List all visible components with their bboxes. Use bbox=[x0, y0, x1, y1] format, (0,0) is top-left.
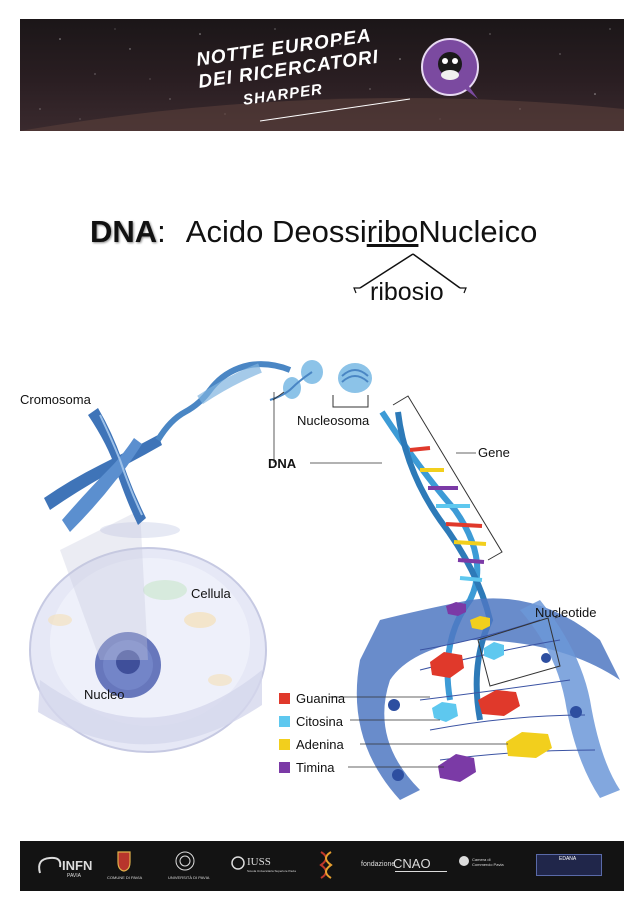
heading-part2: Nucleico bbox=[418, 214, 538, 249]
infn-logo-icon bbox=[38, 856, 62, 874]
page-heading: DNA: Acido DeossiriboNucleico bbox=[90, 214, 537, 250]
dna-helix-icon bbox=[319, 851, 333, 879]
iuss-subtitle: Scuola Universitaria Superiore Pavia bbox=[247, 869, 296, 873]
legend-item-guanina: Guanina bbox=[279, 687, 345, 710]
legend-label-guanina: Guanina bbox=[296, 691, 346, 706]
camera-commercio-icon bbox=[459, 856, 469, 866]
label-dna: DNA bbox=[268, 456, 297, 471]
comune-logo: COMUNE DI PAVIA bbox=[107, 875, 143, 880]
swatch-citosina bbox=[279, 716, 290, 727]
cnao-prefix: fondazione bbox=[361, 861, 396, 868]
heading-dna: DNA bbox=[90, 214, 158, 249]
iuss-icon bbox=[231, 856, 245, 870]
label-nucleotide: Nucleotide bbox=[535, 605, 597, 620]
legend-label-timina: Timina bbox=[296, 760, 335, 775]
label-gene: Gene bbox=[478, 445, 510, 460]
legend-label-citosina: Citosina bbox=[296, 714, 343, 729]
universita-seal-icon bbox=[175, 851, 195, 871]
cnao-logo: CNAO bbox=[393, 856, 431, 871]
mascot-logo bbox=[421, 38, 479, 99]
edana-logo-box: EDANA bbox=[536, 854, 602, 876]
ribosio-label: ribosio bbox=[370, 278, 444, 306]
comune-crest-icon bbox=[117, 851, 131, 872]
ribosio-pointer bbox=[353, 253, 467, 294]
universita-logo: UNIVERSITÀ DI PAVIA bbox=[168, 875, 210, 880]
camera-commercio-logo: Camera di Commercio Pavia bbox=[472, 857, 504, 867]
swatch-adenina bbox=[279, 739, 290, 750]
label-cellula: Cellula bbox=[191, 586, 231, 601]
sponsor-footer: INFN PAVIA COMUNE DI PAVIA UNIVERSITÀ DI… bbox=[20, 841, 624, 891]
event-banner bbox=[20, 19, 624, 131]
starfield-background bbox=[20, 28, 624, 131]
legend-item-citosina: Citosina bbox=[279, 710, 345, 733]
edana-logo: EDANA bbox=[559, 856, 577, 862]
infn-subtitle: PAVIA bbox=[67, 873, 81, 879]
cnao-underline bbox=[395, 871, 447, 872]
swatch-timina bbox=[279, 762, 290, 773]
cell-illustration bbox=[29, 522, 267, 753]
label-nucleosoma: Nucleosoma bbox=[297, 413, 370, 428]
heading-ribo: ribo bbox=[366, 214, 419, 249]
legend-label-adenina: Adenina bbox=[296, 737, 344, 752]
dna-structure-illustration bbox=[20, 320, 624, 820]
legend-item-timina: Timina bbox=[279, 756, 345, 779]
dna-ladder-illustration bbox=[356, 598, 620, 800]
swatch-guanina bbox=[279, 693, 290, 704]
nucleosome-illustration bbox=[269, 360, 372, 408]
base-legend: Guanina Citosina Adenina Timina bbox=[279, 687, 345, 779]
iuss-logo: IUSS bbox=[247, 856, 271, 868]
legend-item-adenina: Adenina bbox=[279, 733, 345, 756]
chromosome-illustration bbox=[44, 408, 162, 532]
label-nucleo: Nucleo bbox=[84, 687, 125, 702]
label-cromosoma: Cromosoma bbox=[20, 392, 91, 407]
heading-part1: Acido Deossi bbox=[185, 214, 367, 249]
infn-logo: INFN bbox=[62, 858, 93, 873]
heading-colon: : bbox=[157, 214, 166, 249]
